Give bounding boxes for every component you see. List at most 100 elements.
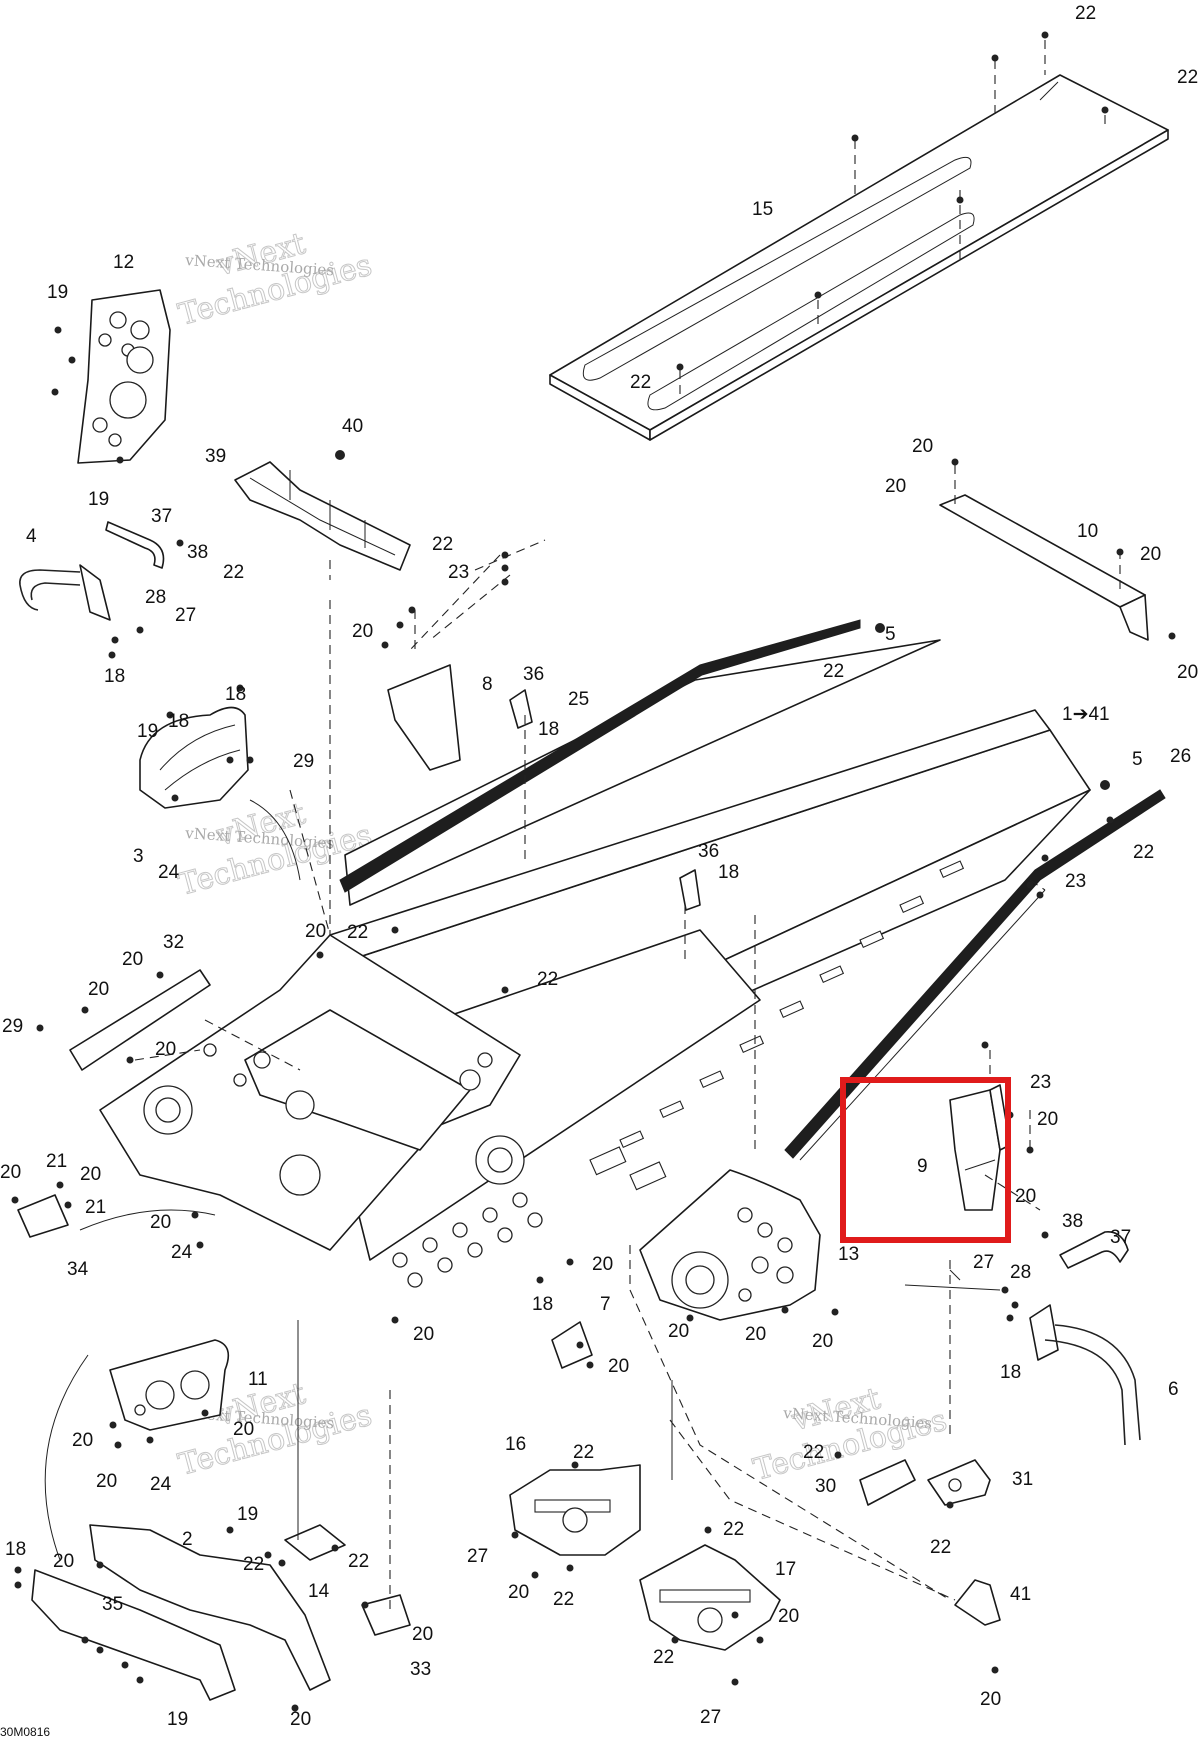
- callout-23: 23: [1065, 871, 1086, 892]
- callout-20: 20: [88, 979, 109, 1000]
- part-17-footrest: [639, 1544, 781, 1651]
- callout-22: 22: [1075, 3, 1096, 24]
- callout-37: 37: [151, 506, 172, 527]
- callout-20: 20: [155, 1039, 176, 1060]
- callout-27: 27: [973, 1252, 994, 1273]
- callout-24: 24: [158, 862, 180, 883]
- callout-20: 20: [1177, 662, 1198, 683]
- callout-22: 22: [1177, 67, 1198, 88]
- callout-11: 11: [248, 1369, 268, 1390]
- part-14-plate: [284, 1524, 346, 1561]
- callout-22: 22: [537, 969, 558, 990]
- callout-24: 24: [171, 1242, 193, 1263]
- callout-20: 20: [53, 1551, 74, 1572]
- callout-20: 20: [96, 1471, 117, 1492]
- callout-22: 22: [553, 1589, 574, 1610]
- part-31-bracket: [927, 1459, 991, 1506]
- callout-21: 21: [46, 1151, 67, 1172]
- callout-5: 5: [885, 624, 896, 645]
- callout-26: 26: [1170, 746, 1191, 767]
- part-32-strip: [69, 969, 211, 1071]
- callout-27: 27: [175, 605, 196, 626]
- callout-39: 39: [205, 446, 226, 467]
- callout-18: 18: [718, 862, 739, 883]
- callout-20: 20: [912, 436, 933, 457]
- callout-13: 13: [838, 1244, 859, 1265]
- part-30-bracket: [859, 1459, 916, 1506]
- callout-25: 25: [568, 689, 589, 710]
- callout-29: 29: [2, 1016, 23, 1037]
- callout-19: 19: [237, 1504, 258, 1525]
- callout-28: 28: [145, 587, 166, 608]
- callout-33: 33: [410, 1659, 431, 1680]
- callout-35: 35: [102, 1594, 123, 1615]
- part-15-top-plate: [549, 74, 1169, 441]
- callout-23: 23: [448, 562, 469, 583]
- callout-20: 20: [413, 1324, 434, 1345]
- part-37-handle-right: [1059, 1231, 1129, 1269]
- callout-20: 20: [150, 1212, 171, 1233]
- callout-27: 27: [700, 1707, 721, 1728]
- callout-29: 29: [293, 751, 314, 772]
- part-37-handle: [105, 521, 165, 569]
- callout-20: 20: [592, 1254, 613, 1275]
- leader-lines: [44, 40, 1121, 1610]
- callout-8: 8: [482, 674, 493, 695]
- callout-19: 19: [137, 721, 158, 742]
- callout-22: 22: [653, 1647, 674, 1668]
- callout-labels: 22 22 15 22 12 19 19 40 39 22 22 23 4 37…: [0, 3, 1198, 1730]
- callout-20: 20: [80, 1164, 101, 1185]
- callout-20: 20: [1037, 1109, 1058, 1130]
- watermark-text: vNext Technologies: [184, 251, 335, 279]
- callout-6: 6: [1168, 1379, 1179, 1400]
- callout-20: 20: [305, 921, 326, 942]
- callout-18: 18: [538, 719, 559, 740]
- callout-36: 36: [698, 841, 719, 862]
- callout-20: 20: [72, 1430, 93, 1451]
- callout-37: 37: [1110, 1227, 1131, 1248]
- part-11-bracket: [109, 1339, 230, 1431]
- callout-20: 20: [745, 1324, 766, 1345]
- callout-2: 2: [182, 1529, 193, 1550]
- callout-18: 18: [1000, 1362, 1021, 1383]
- callout-7: 7: [600, 1294, 611, 1315]
- callout-36: 36: [523, 664, 544, 685]
- callout-22: 22: [723, 1519, 744, 1540]
- callout-14: 14: [308, 1581, 330, 1602]
- callout-18: 18: [104, 666, 125, 687]
- callout-32: 32: [163, 932, 184, 953]
- frame-tunnel: [99, 709, 1091, 1288]
- callout-3: 3: [133, 846, 144, 867]
- callout-20: 20: [0, 1162, 21, 1183]
- callout-22: 22: [823, 661, 844, 682]
- part-12-side-plate: [77, 289, 171, 464]
- callout-22: 22: [348, 1551, 369, 1572]
- part-41-bracket: [954, 1579, 1001, 1626]
- part-33-bracket: [361, 1594, 411, 1636]
- callout-20: 20: [508, 1582, 529, 1603]
- callout-20: 20: [412, 1624, 433, 1645]
- callout-22: 22: [243, 1554, 264, 1575]
- part-6-bumper: [1029, 1304, 1141, 1446]
- callout-20: 20: [778, 1606, 799, 1627]
- callout-17: 17: [775, 1559, 796, 1580]
- part-4-bumper: [19, 564, 111, 621]
- callout-22: 22: [630, 372, 651, 393]
- callout-20: 20: [812, 1331, 833, 1352]
- callout-21: 21: [85, 1197, 106, 1218]
- part-3-mount: [139, 706, 249, 809]
- callout-12: 12: [113, 252, 134, 273]
- callout-20: 20: [122, 949, 143, 970]
- part-34-bracket: [17, 1194, 69, 1238]
- callout-20: 20: [233, 1419, 254, 1440]
- callout-18: 18: [168, 711, 189, 732]
- fasteners: [11, 31, 1176, 1712]
- callout-20: 20: [1140, 544, 1161, 565]
- part-16-footrest: [509, 1464, 641, 1556]
- callout-27: 27: [467, 1546, 488, 1567]
- callout-18: 18: [225, 684, 246, 705]
- callout-18: 18: [532, 1294, 553, 1315]
- callout-1-to-41: 1➔41: [1062, 704, 1110, 725]
- callout-22: 22: [347, 922, 368, 943]
- callout-24: 24: [150, 1474, 172, 1495]
